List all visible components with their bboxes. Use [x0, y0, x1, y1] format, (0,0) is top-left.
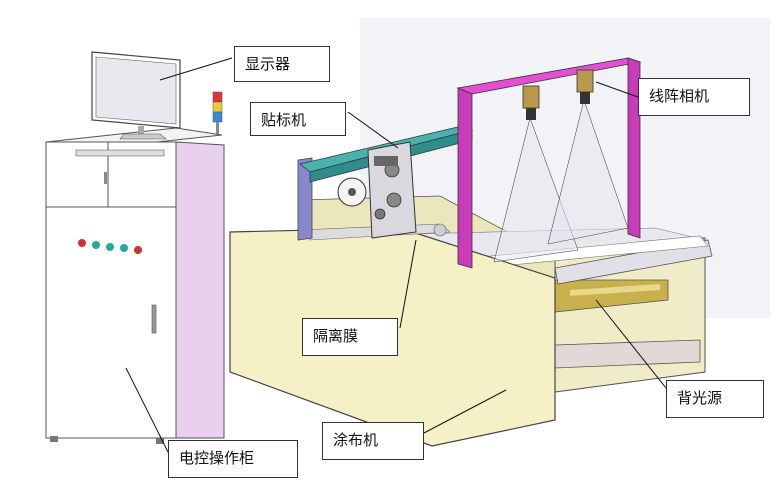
- label-labeler: 贴标机: [250, 102, 346, 136]
- monitor: [91, 51, 181, 140]
- leader-line-display: [159, 57, 233, 81]
- tower-light: [212, 91, 223, 134]
- label-display: 显示器: [234, 46, 330, 82]
- indicator-light: [134, 246, 142, 254]
- label-release-film: 隔离膜: [302, 318, 398, 356]
- leader-line-backlight: [595, 299, 667, 389]
- labeler: [337, 141, 417, 239]
- indicator-light: [106, 243, 114, 251]
- label-backlight: 背光源: [666, 380, 764, 418]
- label-coater: 涂布机: [322, 422, 424, 460]
- leader-line-control-cabinet: [125, 367, 169, 453]
- line-camera: [522, 85, 540, 120]
- line-camera: [576, 69, 594, 104]
- leader-line-line-camera: [595, 81, 639, 98]
- label-control-cabinet: 电控操作柜: [168, 440, 298, 478]
- indicator-lights: [78, 239, 142, 254]
- leader-lines: [125, 57, 667, 453]
- camera-field-of-view: [493, 98, 629, 263]
- indicator-light: [78, 239, 86, 247]
- label-line-camera: 线阵相机: [638, 78, 750, 116]
- leader-line-release-film: [399, 239, 417, 329]
- camera-frame: [456, 57, 642, 269]
- control-cabinet: [45, 127, 225, 444]
- indicator-light: [92, 241, 100, 249]
- leader-line-coater: [421, 389, 507, 435]
- labeler-bracket: [297, 157, 313, 241]
- leader-line-labeler: [347, 111, 399, 149]
- indicator-light: [120, 244, 128, 252]
